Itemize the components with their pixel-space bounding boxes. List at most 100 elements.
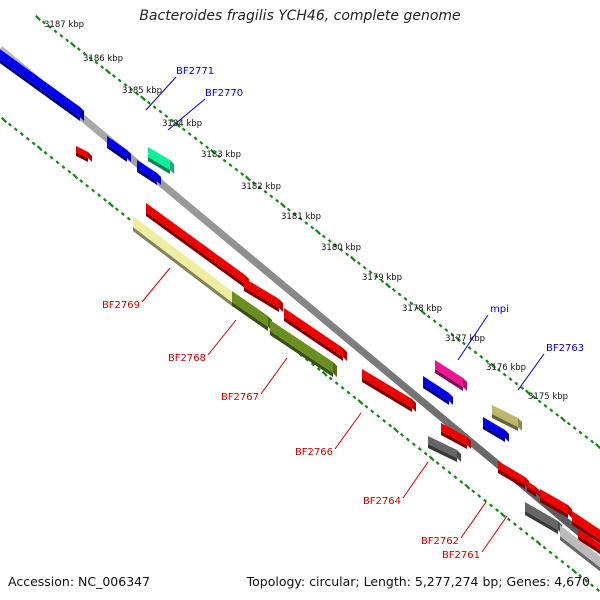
reverse-tick-mark: [459, 479, 464, 484]
forward-tick-mark: [450, 332, 455, 337]
kbp-tick-label: 3176 kbp: [486, 363, 526, 373]
reverse-tick-mark: [370, 409, 375, 414]
forward-tick-mark: [415, 305, 420, 310]
gene-label[interactable]: BF2761: [442, 550, 480, 561]
reverse-tick-mark: [328, 376, 333, 381]
gene-feature[interactable]: [428, 436, 461, 462]
gene-feature[interactable]: [435, 360, 467, 391]
gene-label[interactable]: BF2769: [102, 300, 140, 311]
gene-label[interactable]: mpi: [490, 304, 509, 315]
forward-tick-mark: [432, 319, 437, 324]
forward-tick-mark: [234, 167, 239, 172]
kbp-tick-label: 3186 kbp: [83, 54, 123, 64]
gene-label-leader: [334, 412, 362, 450]
forward-tick-mark: [59, 33, 64, 38]
forward-tick-mark: [555, 412, 560, 417]
gene-feature[interactable]: [76, 146, 92, 162]
gene-feature[interactable]: [137, 160, 161, 185]
gene-feature[interactable]: [362, 369, 416, 412]
gene-label-leader: [460, 501, 487, 539]
reverse-tick-mark: [61, 165, 66, 169]
forward-tick-mark: [397, 292, 402, 297]
forward-tick-mark: [549, 408, 554, 413]
forward-tick-mark: [362, 265, 367, 270]
gene-feature[interactable]: [498, 461, 529, 489]
forward-tick-mark: [111, 73, 116, 78]
gene-feature[interactable]: [148, 147, 174, 174]
forward-tick-mark: [490, 362, 496, 369]
gene-feature[interactable]: [483, 417, 509, 442]
gene-label-leader: [167, 98, 206, 131]
reverse-tick-mark: [388, 423, 393, 428]
gene-feature[interactable]: [578, 530, 600, 555]
forward-tick-mark: [310, 225, 315, 230]
forward-tick-mark: [531, 394, 536, 399]
gene-label[interactable]: BF2763: [546, 343, 584, 354]
gene-feature[interactable]: [284, 308, 347, 361]
forward-tick-mark: [47, 24, 52, 29]
forward-tick-mark: [385, 282, 391, 289]
forward-tick-mark: [473, 350, 478, 355]
gene-feature[interactable]: [492, 405, 522, 431]
reverse-tick-mark: [566, 564, 571, 569]
forward-tick-mark: [263, 189, 268, 194]
gene-feature[interactable]: [0, 42, 84, 121]
forward-tick-mark: [292, 212, 297, 217]
forward-tick-mark: [152, 105, 157, 110]
reverse-tick-mark: [590, 583, 595, 588]
gene-label-leader: [207, 319, 237, 356]
forward-tick-mark: [380, 279, 385, 284]
forward-tick-mark: [275, 198, 280, 203]
gene-feature[interactable]: [270, 320, 337, 377]
reverse-tick-mark: [411, 442, 416, 447]
gene-label[interactable]: BF2768: [168, 353, 206, 364]
reverse-tick-mark: [499, 511, 506, 518]
gene-label[interactable]: BF2766: [295, 447, 333, 458]
forward-tick-mark: [315, 229, 321, 235]
map-title: Bacteroides fragilis YCH46, complete gen…: [139, 8, 461, 24]
reverse-tick-mark: [435, 461, 440, 466]
gene-label[interactable]: BF2767: [221, 392, 259, 403]
reverse-tick-mark: [25, 136, 30, 141]
forward-tick-mark: [595, 443, 600, 449]
forward-tick-mark: [502, 372, 507, 377]
reverse-tick-mark: [376, 414, 381, 419]
gene-feature[interactable]: [423, 376, 453, 405]
forward-tick-mark: [216, 154, 221, 159]
reverse-tick-mark: [584, 578, 589, 583]
reverse-tick-mark: [67, 169, 72, 174]
gene-label[interactable]: BF2764: [363, 496, 401, 507]
kbp-tick-label: 3180 kbp: [321, 243, 361, 253]
kbp-tick-label: 3177 kbp: [445, 334, 485, 344]
gene-label[interactable]: BF2762: [421, 536, 459, 547]
gene-feature[interactable]: [560, 525, 600, 573]
gene-label[interactable]: BF2770: [205, 88, 243, 99]
gene-feature[interactable]: [107, 136, 131, 162]
gene-feature[interactable]: [244, 278, 283, 312]
forward-tick-mark: [228, 163, 233, 168]
reverse-tick-mark: [97, 193, 102, 198]
forward-tick-mark: [455, 336, 461, 342]
forward-tick-mark: [438, 323, 443, 328]
reverse-tick-mark: [464, 483, 471, 490]
gene-feature[interactable]: [572, 511, 600, 545]
forward-tick-mark: [525, 389, 531, 396]
gene-feature[interactable]: [441, 423, 471, 449]
forward-tick-mark: [572, 426, 577, 431]
reverse-tick-mark: [524, 531, 529, 536]
gene-feature[interactable]: [540, 489, 572, 518]
reverse-tick-mark: [49, 155, 54, 160]
reverse-tick-mark: [518, 526, 523, 531]
forward-tick-mark: [298, 216, 303, 221]
reverse-tick-mark: [91, 188, 96, 193]
reverse-tick-mark: [120, 212, 125, 216]
forward-tick-mark: [508, 377, 513, 382]
reverse-tick-mark: [560, 559, 565, 564]
forward-tick-mark: [146, 100, 151, 105]
gene-label[interactable]: BF2771: [176, 66, 214, 77]
reverse-tick-mark: [346, 390, 351, 395]
gene-feature[interactable]: [527, 481, 540, 497]
reverse-tick-mark: [596, 588, 600, 592]
reverse-tick-mark: [1, 117, 7, 123]
